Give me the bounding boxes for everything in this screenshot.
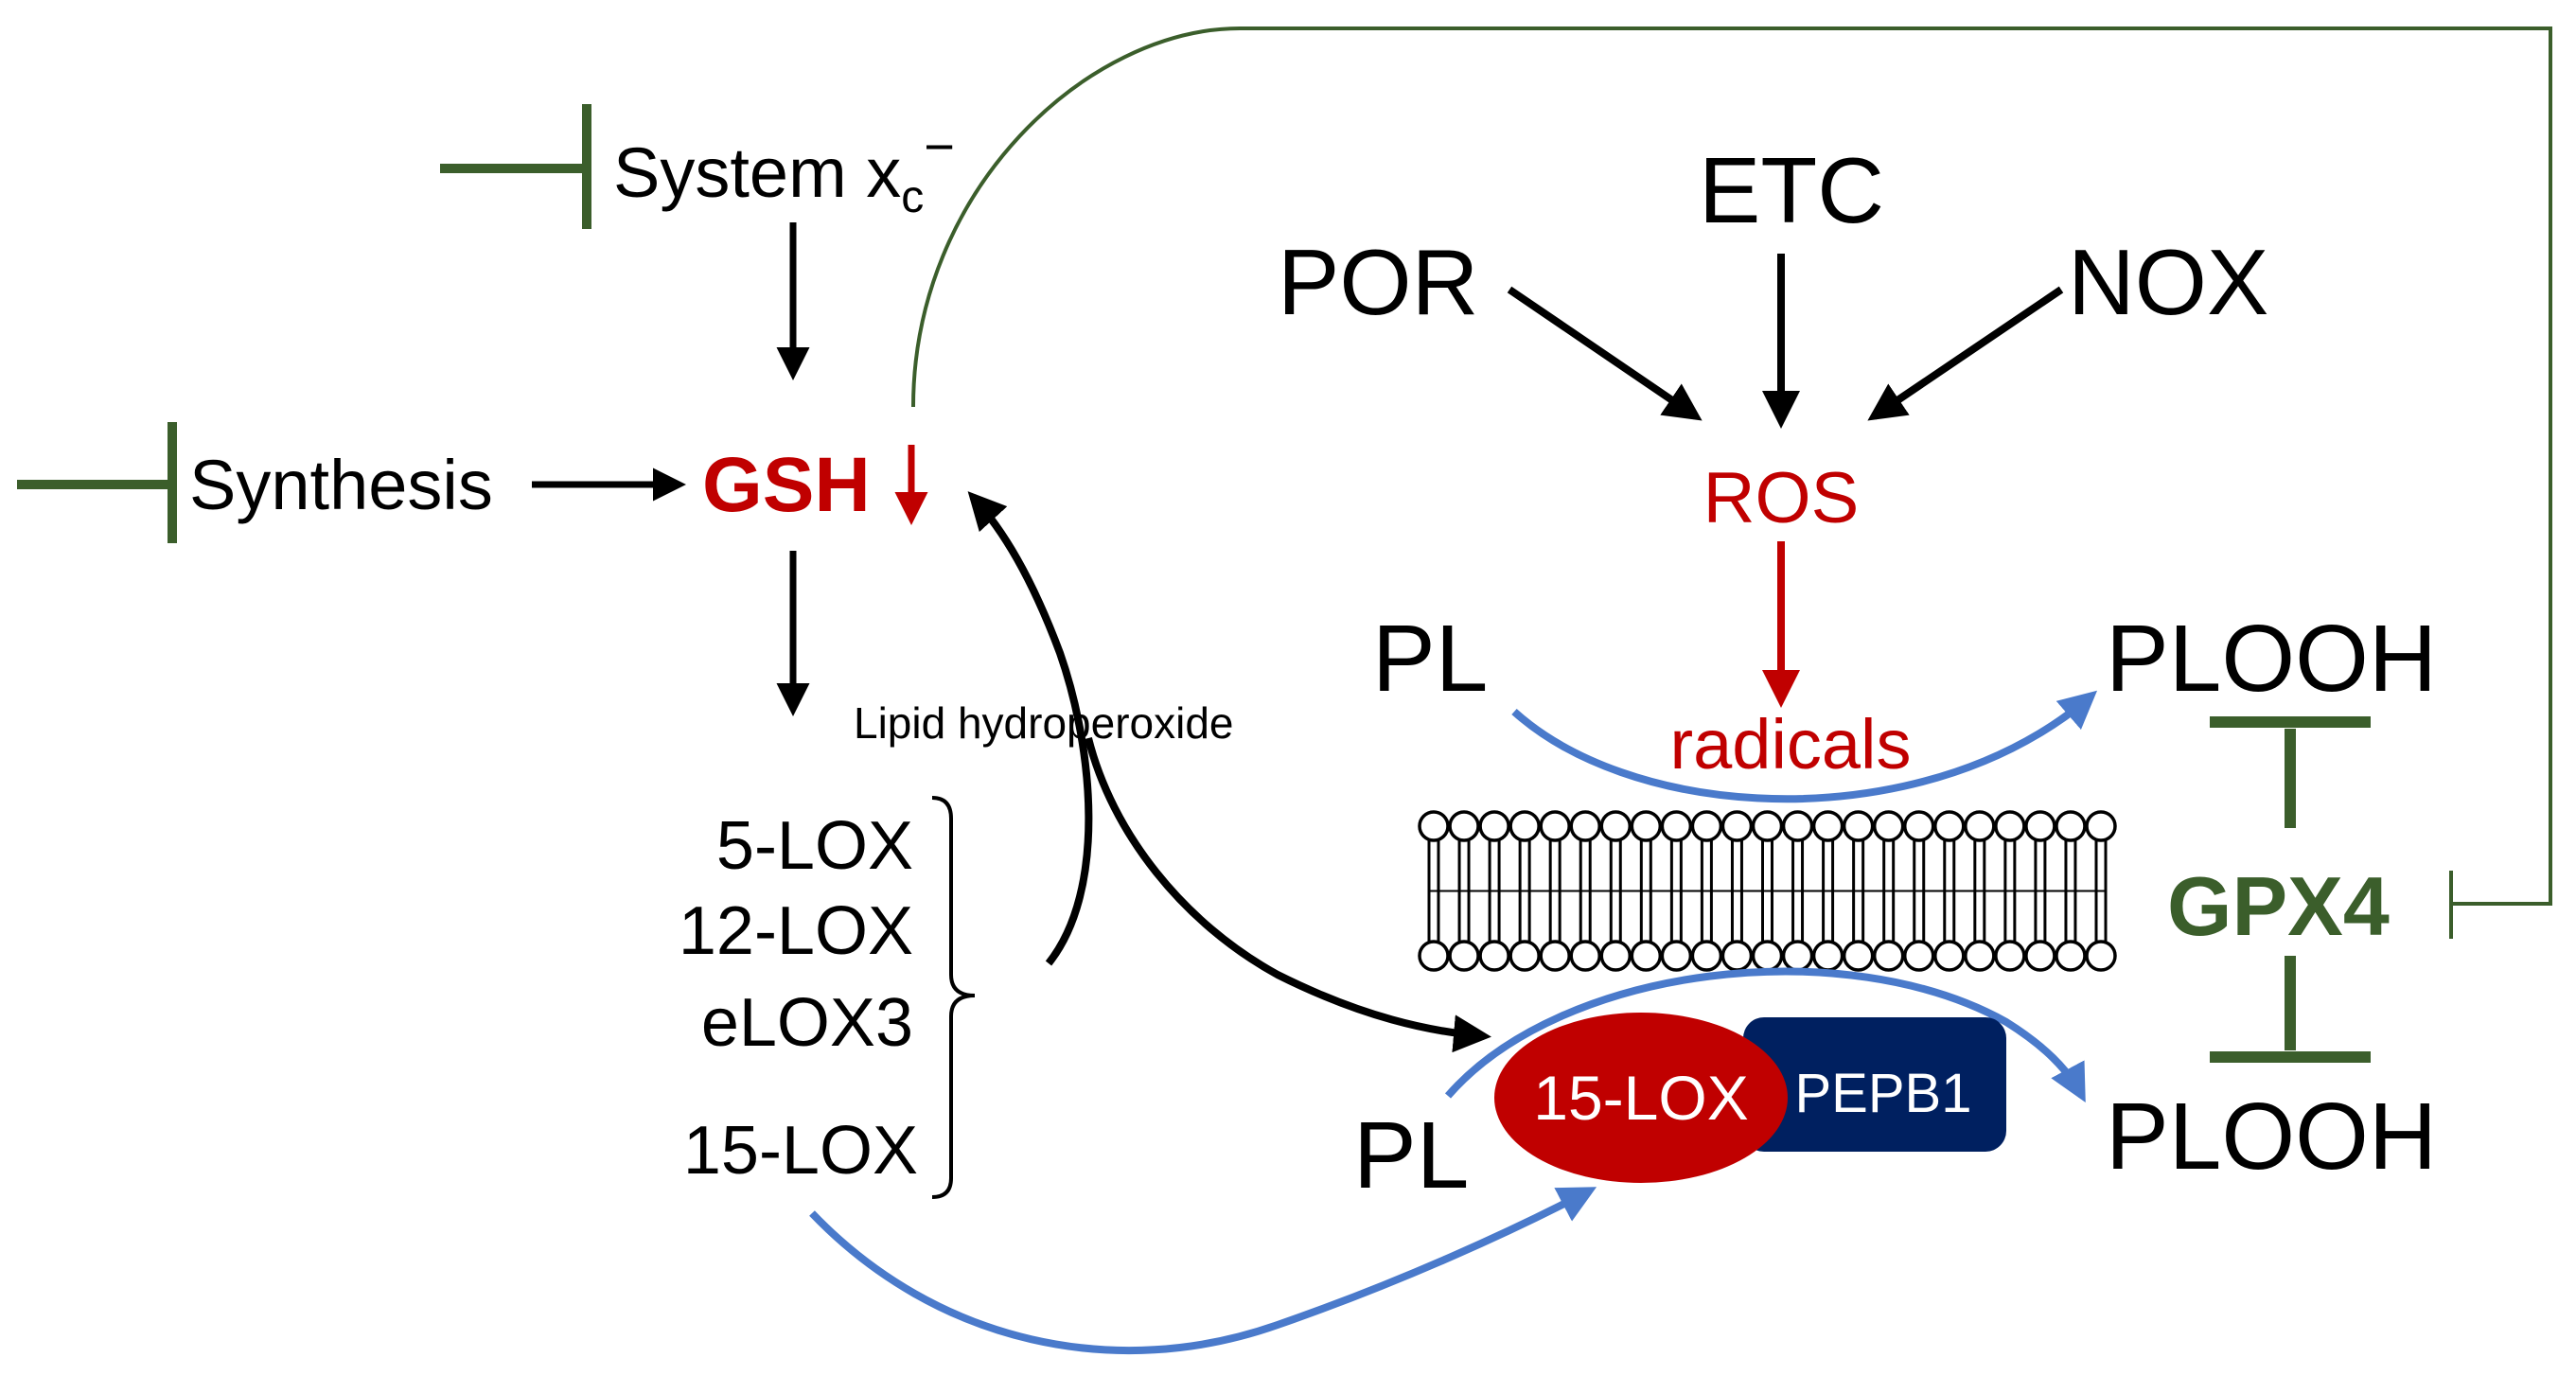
gpx4-inhibits-plooh-top bbox=[2210, 716, 2371, 828]
lipid-head bbox=[1509, 810, 1541, 842]
lox-15-label: 15-LOX bbox=[683, 1113, 918, 1189]
lipid-head bbox=[2055, 810, 2087, 842]
lipid-head bbox=[2024, 810, 2056, 842]
lipid-head bbox=[1994, 810, 2026, 842]
lipid-head bbox=[1933, 940, 1966, 972]
por-label: POR bbox=[1278, 230, 1478, 334]
lipid-head bbox=[1842, 810, 1875, 842]
lipid-head bbox=[1781, 940, 1814, 972]
lox-5-label: 5-LOX bbox=[716, 808, 913, 884]
lipid-head bbox=[1751, 810, 1784, 842]
lipid-head bbox=[1418, 810, 1450, 842]
lipid-head bbox=[1690, 940, 1723, 972]
lipid-head bbox=[1964, 940, 1996, 972]
lipid-head bbox=[1994, 940, 2026, 972]
lipid-head bbox=[1599, 940, 1632, 972]
arrow-lox-to-gsh bbox=[967, 491, 1093, 966]
lipid-hydroperoxide-label: Lipid hydroperoxide bbox=[854, 698, 1234, 748]
nox-label: NOX bbox=[2068, 230, 2268, 334]
lipid-head bbox=[1902, 810, 1935, 842]
lipid-head bbox=[1842, 940, 1875, 972]
lipid-head bbox=[1751, 940, 1784, 972]
15lox-ellipse bbox=[1494, 1013, 1788, 1183]
plooh-bottom-label: PLOOH bbox=[2106, 1084, 2437, 1190]
lipid-head bbox=[1902, 940, 1935, 972]
lox-bracket bbox=[931, 796, 976, 1199]
pl-bottom-label: PL bbox=[1353, 1102, 1469, 1208]
lipid-head bbox=[1811, 940, 1844, 972]
lipid-head bbox=[1569, 940, 1601, 972]
lipid-head bbox=[1660, 940, 1693, 972]
lipid-head bbox=[2085, 810, 2117, 842]
lipid-head bbox=[1478, 940, 1510, 972]
lipid-head bbox=[1690, 810, 1723, 842]
lipid-head bbox=[1660, 810, 1693, 842]
lipid-head bbox=[1872, 810, 1905, 842]
lipid-head bbox=[1448, 940, 1480, 972]
complex-15lox-label: 15-LOX bbox=[1533, 1063, 1748, 1133]
lipid-head bbox=[1418, 940, 1450, 972]
gpx4-label: GPX4 bbox=[2167, 859, 2390, 953]
lipid-head bbox=[2085, 940, 2117, 972]
lipid-head bbox=[1630, 810, 1663, 842]
lipid-head bbox=[1630, 940, 1663, 972]
elox3-label: eLOX3 bbox=[701, 985, 913, 1061]
lipid-head bbox=[1720, 940, 1754, 972]
gsh-to-gpx4-link bbox=[911, 26, 2552, 906]
ros-label: ROS bbox=[1703, 458, 1860, 538]
lipid-head bbox=[1933, 810, 1966, 842]
arrow-15lox-to-complex bbox=[809, 1187, 1597, 1355]
lox-12-label: 12-LOX bbox=[679, 893, 913, 969]
lipid-head bbox=[1478, 810, 1510, 842]
system-xc-label: System xc− bbox=[613, 116, 955, 222]
arrow-pl-to-plooh-bottom bbox=[1444, 967, 2086, 1103]
etc-label: ETC bbox=[1699, 138, 1884, 242]
lipid-bilayer-icon bbox=[1418, 810, 2117, 972]
lipid-head bbox=[1539, 940, 1571, 972]
arrow-por-to-ros bbox=[1507, 286, 1703, 421]
lipid-head bbox=[1509, 940, 1541, 972]
synthesis-inhibitor bbox=[17, 422, 177, 543]
pepb1-box bbox=[1743, 1017, 2006, 1152]
lipid-head bbox=[1720, 810, 1754, 842]
lipid-head bbox=[1872, 940, 1905, 972]
radicals-label: radicals bbox=[1670, 705, 1912, 784]
plooh-top-label: PLOOH bbox=[2106, 606, 2437, 712]
lipid-head bbox=[1599, 810, 1632, 842]
gpx4-inhibits-plooh-bottom bbox=[2210, 956, 2371, 1063]
lipid-head bbox=[1964, 810, 1996, 842]
lipid-head bbox=[1781, 810, 1814, 842]
system-xc-inhibitor bbox=[440, 104, 591, 229]
arrow-nox-to-ros bbox=[1867, 286, 2064, 421]
synthesis-label: Synthesis bbox=[189, 446, 493, 524]
arrow-pl-to-plooh-top bbox=[1511, 690, 2098, 803]
gsh-label: GSH bbox=[702, 442, 871, 528]
lipid-head bbox=[1448, 810, 1480, 842]
lipid-head bbox=[1569, 810, 1601, 842]
complex-pepb1-label: PEPB1 bbox=[1795, 1063, 1972, 1124]
lipid-head bbox=[2024, 940, 2056, 972]
lipid-head bbox=[1811, 810, 1844, 842]
arrow-gsh-to-15lox-complex bbox=[1085, 737, 1491, 1053]
lipid-head bbox=[1539, 810, 1571, 842]
pl-top-label: PL bbox=[1372, 606, 1488, 712]
lipid-head bbox=[2055, 940, 2087, 972]
